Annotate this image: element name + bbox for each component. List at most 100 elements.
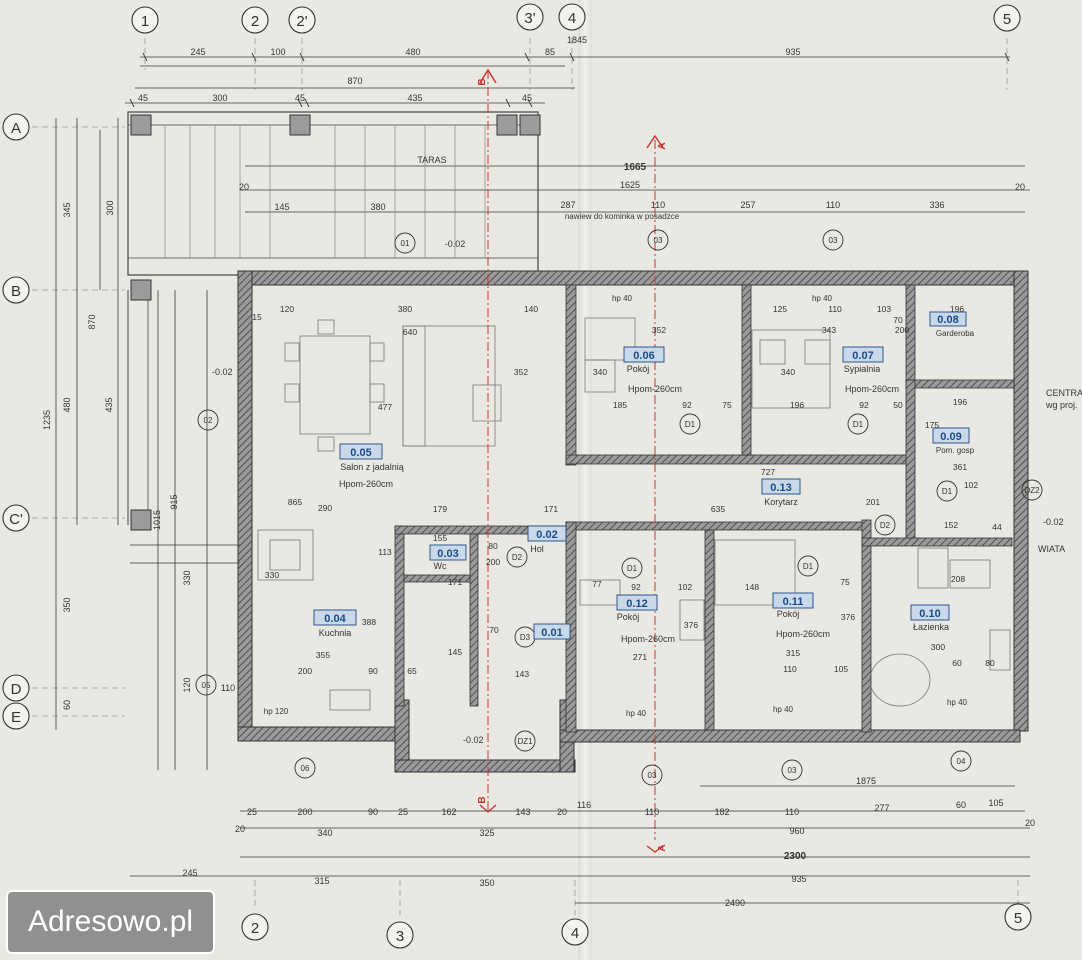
- paper-fold: [578, 0, 592, 960]
- dim-b2-20a: 20: [235, 824, 245, 834]
- dim-12-271: 271: [633, 652, 647, 662]
- axis-left-C: C': [9, 511, 23, 528]
- dim-07-343: 343: [822, 325, 836, 335]
- dim-hall-171: 171: [448, 577, 462, 587]
- dim-07-92: 92: [859, 400, 869, 410]
- dim-l-120: 120: [182, 677, 192, 692]
- dim-10-44: 44: [992, 522, 1002, 532]
- room-name-13: Korytarz: [764, 497, 798, 507]
- dim-b1-277: 277: [874, 803, 889, 813]
- room-id-001: 0.01: [541, 627, 562, 639]
- dim-09-102: 102: [964, 480, 978, 490]
- room-height-11: Hpom-260cm: [776, 629, 830, 639]
- dim-r3-300: 300: [212, 93, 227, 103]
- dim-10-208: 208: [951, 574, 965, 584]
- door-D1-c: D1: [627, 564, 638, 573]
- dim-r3-45a: 45: [138, 93, 148, 103]
- dim-b1-182: 182: [714, 807, 729, 817]
- left-dimension-lines: [55, 118, 240, 770]
- room-ids: 0.05 0.04 0.03 0.02 0.01 0.06 0.07 0.08 …: [324, 314, 961, 639]
- dim-1875: 1875: [856, 776, 876, 786]
- dim-b1-162: 162: [441, 807, 456, 817]
- hp-40-c: hp 40: [626, 709, 647, 718]
- window-02: 02: [204, 416, 213, 425]
- dim-b1-25b: 25: [398, 807, 408, 817]
- dim-salon-171: 171: [544, 504, 558, 514]
- dim-top-935: 935: [785, 47, 800, 57]
- room-id-011: 0.11: [783, 596, 804, 608]
- room-height-12: Hpom-260cm: [621, 634, 675, 644]
- dim-07-50: 50: [893, 400, 903, 410]
- dim-u-257: 257: [740, 200, 755, 210]
- dim-09-175: 175: [925, 420, 939, 430]
- axis-left-D: D: [11, 681, 22, 698]
- dim-kitchen-200: 200: [298, 666, 312, 676]
- dim-b1-60: 60: [956, 800, 966, 810]
- level-entry: -0.02: [463, 735, 484, 745]
- room-names: Salon z jadalnią Hpom-260cm Kuchnia Wc H…: [319, 329, 975, 644]
- exterior-walls: [237, 270, 1029, 773]
- left-dimensions: 345 870 1235 480 435 300 1015 915 330 35…: [42, 200, 235, 710]
- top-dimension-ticks: [129, 52, 1010, 108]
- hp-40-e: hp 40: [947, 698, 968, 707]
- dim-07-103: 103: [877, 304, 891, 314]
- dim-b2-960: 960: [789, 826, 804, 836]
- dim-b1-105: 105: [988, 798, 1003, 808]
- dim-b1-143: 143: [515, 807, 530, 817]
- dim-12-376: 376: [684, 620, 698, 630]
- dim-salon-120: 120: [280, 304, 294, 314]
- dim-corr-635: 635: [711, 504, 725, 514]
- dim-b3-350: 350: [479, 878, 494, 888]
- bottom-dimension-lines: [130, 785, 1030, 904]
- door-D2-a: D2: [512, 553, 523, 562]
- dim-u-287: 287: [560, 200, 575, 210]
- axis-top-4: 4: [568, 10, 576, 27]
- door-D2-b: D2: [880, 521, 891, 530]
- window-03-b: 03: [829, 236, 838, 245]
- dim-b1-110b: 110: [785, 807, 799, 817]
- dim-l-480: 480: [62, 397, 72, 412]
- dim-top-480: 480: [405, 47, 420, 57]
- dim-10-80: 80: [985, 658, 995, 668]
- dim-r3-435: 435: [407, 93, 422, 103]
- dim-b1-90: 90: [368, 807, 378, 817]
- dim-09-361: 361: [953, 462, 967, 472]
- room-height-salon: Hpom-260cm: [339, 479, 393, 489]
- dim-b1-200: 200: [297, 807, 312, 817]
- dim-08-196: 196: [950, 304, 964, 314]
- door-window-codes: D1 D1 D1 D1 D1 D2 D2 D3 DZ1 DZ2 02 03 03…: [202, 236, 1041, 780]
- axis-bottom-4: 4: [571, 925, 579, 942]
- dim-11-148: 148: [745, 582, 759, 592]
- level-salon: -0.02: [212, 367, 233, 377]
- dim-b1-110a: 110: [645, 807, 659, 817]
- dim-kitchen-355: 355: [316, 650, 330, 660]
- room-name-12: Pokój: [617, 612, 640, 622]
- terrace-level: -0.02: [445, 239, 466, 249]
- dim-salon-865: 865: [288, 497, 302, 507]
- dim-b1-116: 116: [577, 800, 591, 810]
- dim-07-110: 110: [828, 304, 842, 314]
- section-a-top: A: [657, 142, 668, 149]
- dim-kitchen-65: 65: [407, 666, 417, 676]
- window-04: 04: [957, 757, 966, 766]
- door-D1-b: D1: [853, 420, 864, 429]
- wiata-level: -0.02: [1043, 517, 1064, 527]
- dim-b2-340: 340: [317, 828, 332, 838]
- dim-kitchen-330: 330: [265, 570, 279, 580]
- room-name-wc: Wc: [434, 561, 447, 571]
- dim-kitchen-90: 90: [368, 666, 378, 676]
- interior-dimensions: 380 640 477 352 120 15 140 179 171 290 8…: [252, 304, 1002, 679]
- dim-06-92: 92: [682, 400, 692, 410]
- axis-top-2: 2: [251, 13, 259, 30]
- dim-l-870: 870: [87, 314, 97, 329]
- hp-40-b: hp 40: [812, 294, 833, 303]
- room-id-009: 0.09: [940, 431, 961, 443]
- window-03-d: 03: [788, 766, 797, 775]
- axis-top-5: 5: [1003, 11, 1011, 28]
- central-sub: wg proj.: [1045, 400, 1078, 410]
- dim-1665: 1665: [624, 162, 647, 173]
- dim-l-1235: 1235: [42, 410, 52, 430]
- terrace-window-code: 01: [401, 239, 410, 248]
- room-height-06: Hpom-260cm: [628, 384, 682, 394]
